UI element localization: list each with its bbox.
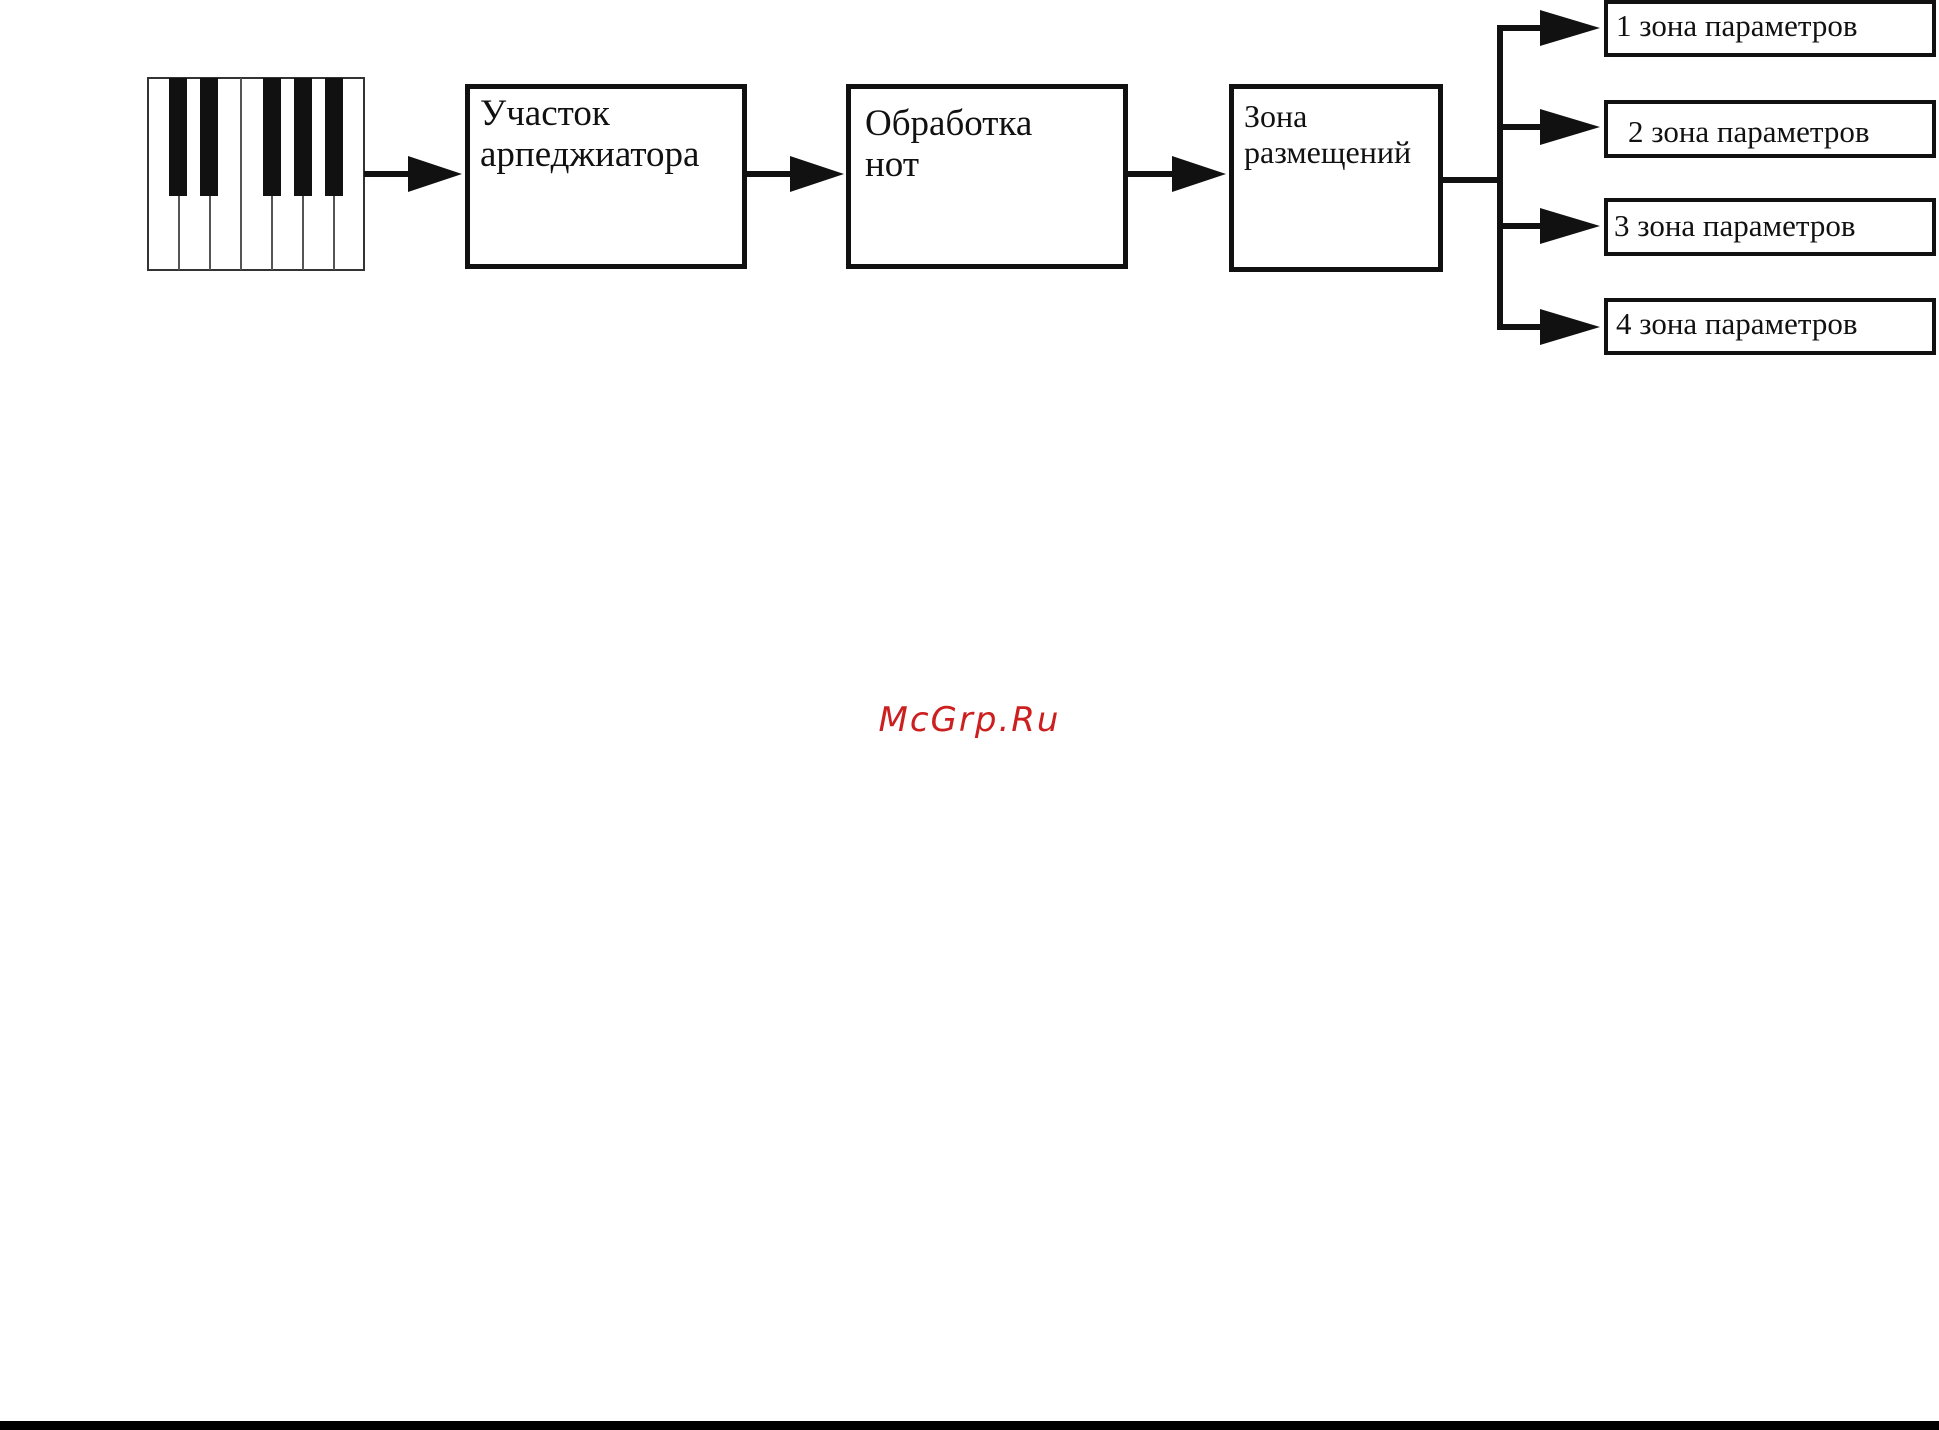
param-zone-1: 1 зона параметров xyxy=(1604,0,1936,57)
arpeggiator-box: Участок арпеджиатора xyxy=(465,84,747,269)
placement-zone-box: Зона размещений xyxy=(1229,84,1443,272)
arrow-arpeggiator-to-notes xyxy=(747,156,844,192)
arpeggiator-label: Участок арпеджиатора xyxy=(480,93,742,176)
arrow-to-param-zone-3 xyxy=(1497,208,1600,244)
arrow-to-param-zone-2 xyxy=(1497,109,1600,145)
note-processing-box: Обработка нот xyxy=(846,84,1128,269)
signal-flow-diagram: Участок арпеджиатора Обработка нот Зона … xyxy=(0,0,1939,360)
arrow-notes-to-zone xyxy=(1128,156,1226,192)
param-zone-3: 3 зона параметров xyxy=(1604,198,1936,256)
note-processing-label: Обработка нот xyxy=(865,103,1123,186)
param-zone-2: 2 зона параметров xyxy=(1604,100,1936,158)
arrow-to-param-zone-4 xyxy=(1497,309,1600,345)
arrow-piano-to-arpeggiator xyxy=(364,156,462,192)
arrow-to-param-zone-1 xyxy=(1497,10,1600,46)
placement-zone-label: Зона размещений xyxy=(1244,99,1438,171)
bottom-border xyxy=(0,1421,1939,1430)
param-zone-4: 4 зона параметров xyxy=(1604,298,1936,355)
watermark-text: McGrp.Ru xyxy=(0,700,1939,740)
branch-connector xyxy=(1443,28,1500,330)
piano-keyboard-icon xyxy=(148,78,364,270)
